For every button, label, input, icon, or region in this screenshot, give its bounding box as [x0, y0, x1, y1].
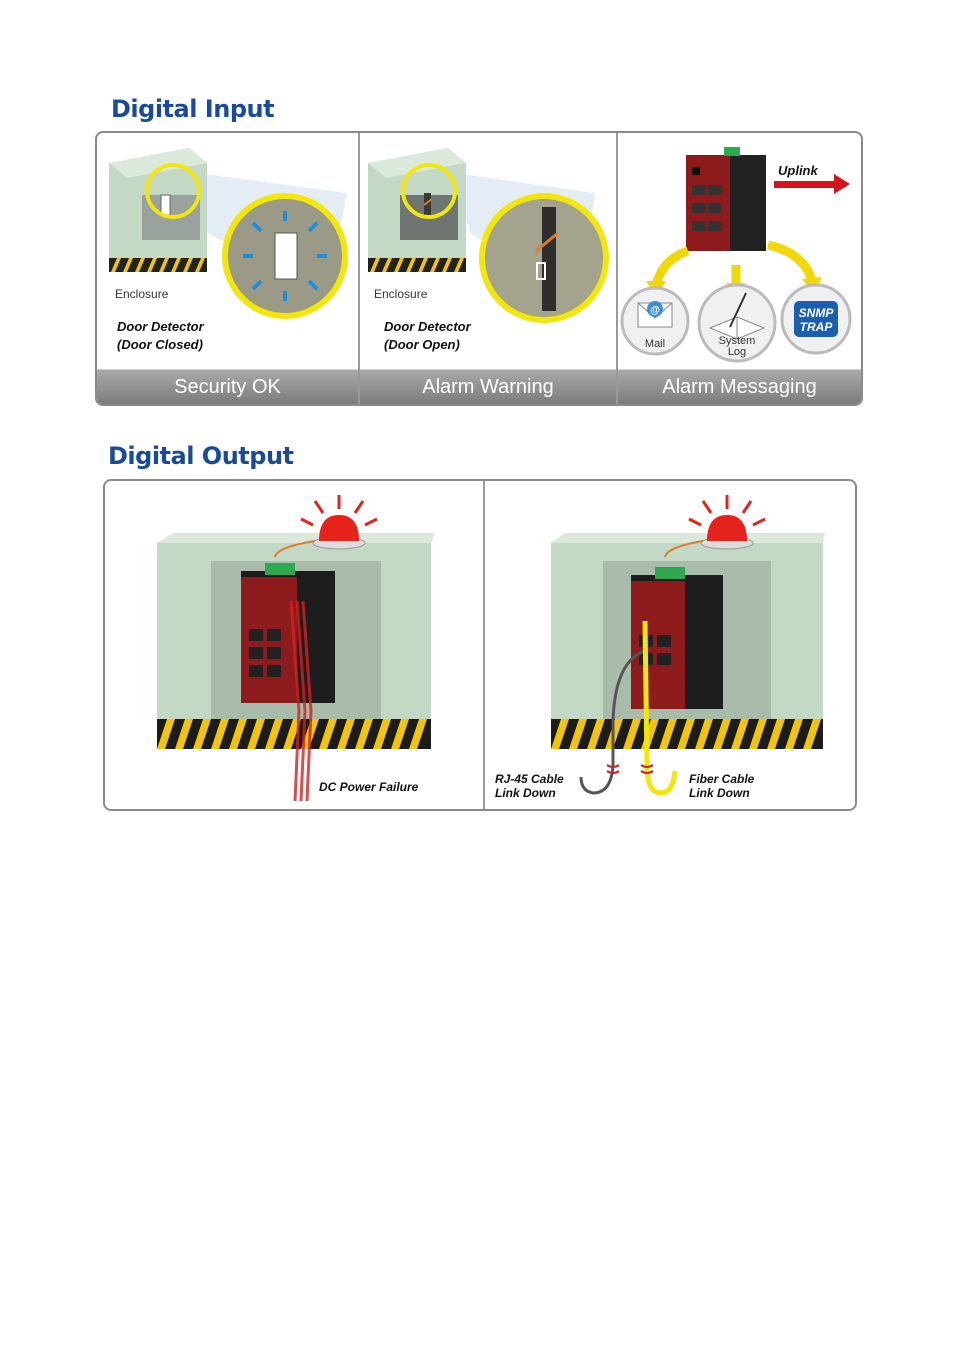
fiber-label-line2: Link Down [689, 786, 750, 800]
switch-icon [241, 563, 335, 703]
detector-label-line1: Door Detector [117, 319, 205, 334]
snmp-label-line2: TRAP [800, 320, 834, 334]
enclosure-label: Enclosure [374, 287, 428, 301]
enclosure-label: Enclosure [115, 287, 169, 301]
caption-alarm-messaging: Alarm Messaging [618, 369, 861, 404]
syslog-label-line2: Log [728, 346, 746, 358]
svg-text:@: @ [650, 305, 660, 316]
cable-link-down-illustration: RJ-45 Cable Link Down Fiber Cable Link D… [485, 481, 857, 811]
alarm-messaging-illustration: Uplink @ Mail Sys [618, 133, 863, 406]
panel-alarm-messaging: Uplink @ Mail Sys [618, 133, 861, 404]
door-open-illustration: Enclosure Door Detector (Door Open) [360, 133, 616, 406]
uplink-label: Uplink [778, 163, 818, 178]
caption-alarm-warning: Alarm Warning [360, 369, 616, 404]
panel-security-ok: Enclosure Door Detector (Door Closed) Se… [97, 133, 358, 404]
panel-alarm-warning: Enclosure Door Detector (Door Open) Alar… [360, 133, 616, 404]
panel-cable-link-down: RJ-45 Cable Link Down Fiber Cable Link D… [485, 481, 855, 809]
rj45-label-line1: RJ-45 Cable [495, 772, 564, 786]
dc-power-failure-illustration: DC Power Failure [105, 481, 483, 811]
digital-output-diagram: DC Power Failure [103, 479, 857, 811]
fiber-label-line1: Fiber Cable [689, 772, 755, 786]
digital-input-diagram: Enclosure Door Detector (Door Closed) Se… [95, 131, 863, 406]
snmp-label-line1: SNMP [799, 306, 835, 320]
door-closed-illustration: Enclosure Door Detector (Door Closed) [97, 133, 358, 406]
digital-input-title: Digital Input [111, 95, 274, 123]
detector-label-line2: (Door Closed) [117, 337, 203, 352]
rj45-label-line2: Link Down [495, 786, 556, 800]
detector-label-line1: Door Detector [384, 319, 472, 334]
caption-security-ok: Security OK [97, 369, 358, 404]
dc-power-failure-label: DC Power Failure [319, 780, 419, 794]
mail-label: Mail [645, 338, 665, 350]
panel-dc-power-failure: DC Power Failure [105, 481, 483, 809]
switch-icon [686, 147, 766, 251]
detector-label-line2: (Door Open) [384, 337, 460, 352]
digital-output-title: Digital Output [108, 442, 294, 470]
